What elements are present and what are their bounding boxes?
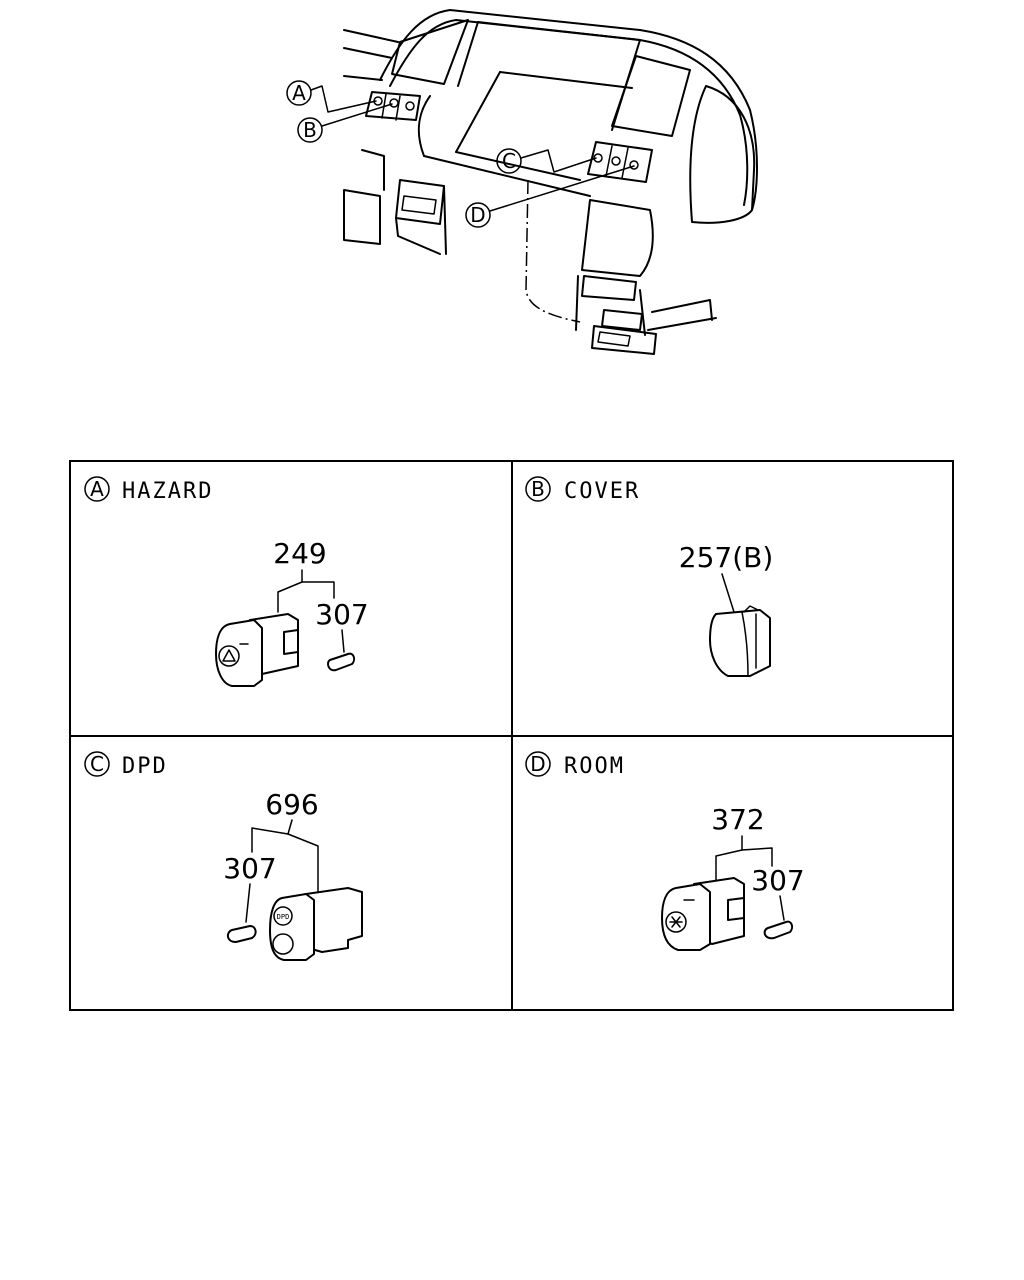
- panel-d-title: ROOM: [564, 754, 625, 779]
- panel-room: D ROOM 372 307: [525, 751, 805, 951]
- panel-cover: B COVER 257(B): [525, 476, 774, 677]
- panel-d-letter: D: [530, 752, 545, 776]
- panel-a-title: HAZARD: [122, 479, 213, 504]
- switch-cover: [709, 605, 771, 677]
- dpd-switch: DPD: [269, 887, 363, 961]
- part-number-696: 696: [265, 788, 318, 821]
- panel-c-title: DPD: [122, 754, 168, 779]
- bulb-307-d: [763, 920, 794, 940]
- callout-d: D: [465, 165, 635, 228]
- room-switch: [661, 877, 745, 951]
- part-number-249: 249: [273, 537, 326, 570]
- callout-b-label: B: [303, 118, 317, 142]
- callout-c: C: [496, 148, 597, 174]
- panel-b-title: COVER: [564, 479, 640, 504]
- parts-grid: [69, 460, 954, 1011]
- part-number-257b: 257(B): [679, 541, 774, 574]
- part-number-307-c: 307: [223, 852, 276, 885]
- callout-a-label: A: [292, 81, 306, 105]
- callout-a: A: [286, 80, 377, 113]
- part-number-372: 372: [711, 803, 764, 836]
- callout-c-label: C: [502, 149, 516, 173]
- callout-b: B: [297, 103, 393, 143]
- panel-c-letter: C: [90, 752, 104, 776]
- panel-b-letter: B: [531, 477, 545, 501]
- dpd-mark: DPD: [277, 913, 290, 921]
- panel-dpd: C DPD 696 307 DPD: [84, 751, 363, 961]
- panel-a-letter: A: [90, 477, 104, 501]
- bulb-307-c: [226, 925, 257, 943]
- dashboard-overview: [343, 9, 758, 355]
- part-number-307-a: 307: [315, 598, 368, 631]
- bulb-307-a: [327, 652, 356, 672]
- hazard-switch: [215, 613, 299, 687]
- callout-d-label: D: [470, 203, 485, 227]
- part-number-307-d: 307: [751, 864, 804, 897]
- panel-hazard: A HAZARD 249 307: [84, 476, 369, 687]
